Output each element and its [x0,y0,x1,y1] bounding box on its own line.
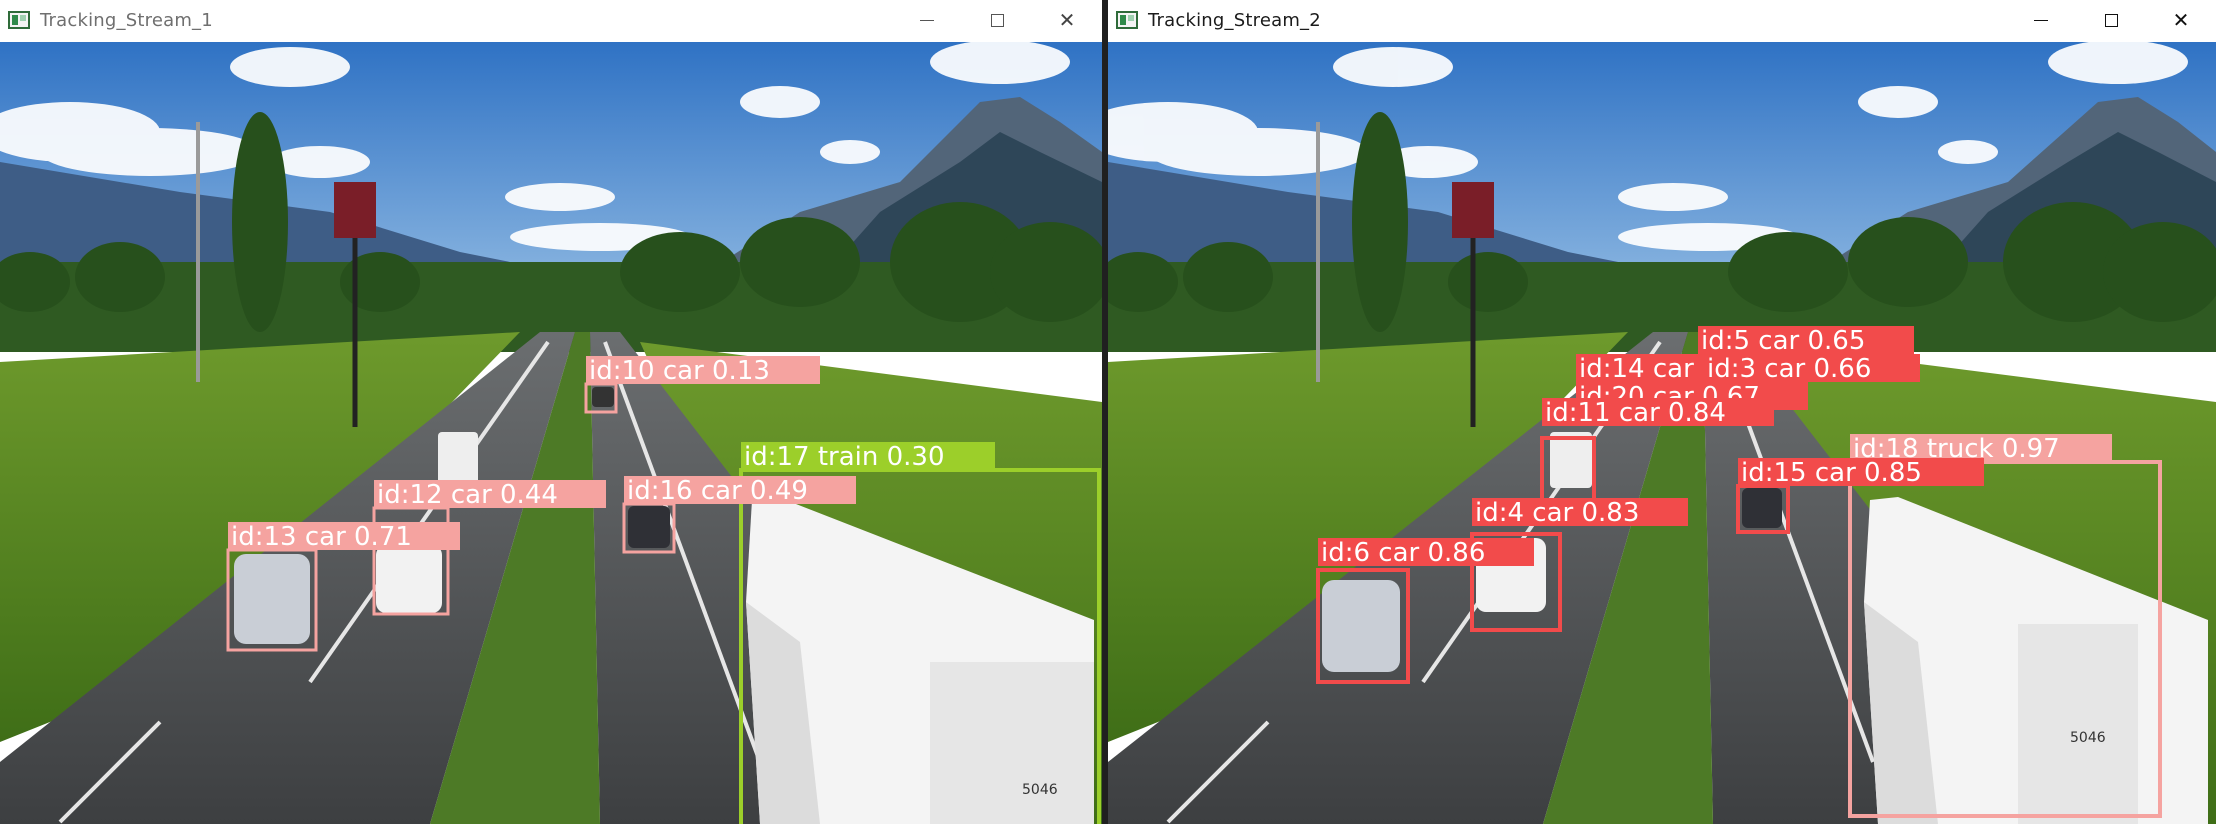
truck-side [746,602,820,824]
detection-label: id:3 car 0.66 [1707,354,1871,384]
detection-label: id:4 car 0.83 [1475,498,1639,528]
label-bg [1542,398,1774,426]
van [1550,432,1592,488]
minimize-icon [920,19,934,21]
label-bg [1850,434,2112,462]
detection-id-6[interactable]: id:6 car 0.86 [1316,538,1534,684]
minimize-icon [2034,19,2048,21]
video-scene: 5046 id:10 car 0.13 id:17 train 0.30 id:… [0,42,1102,824]
lane-markings [58,340,762,824]
detection-id-14[interactable]: id:14 car [1576,354,1716,384]
car-silver [234,554,310,644]
video-frame: 5046 id:10 car 0.13 id:17 train 0.30 id:… [0,42,1102,824]
car-dark [1742,488,1782,528]
truck-rear [930,662,1094,824]
label-bg [1576,354,1716,382]
close-button[interactable]: ✕ [2146,0,2216,40]
tracking-window-2[interactable]: Tracking_Stream_2 ✕ [1108,0,2216,824]
maximize-button[interactable] [962,0,1032,40]
bbox [1470,532,1562,632]
detection-label: id:15 car 0.85 [1741,458,1922,488]
detection-label: id:16 car 0.49 [627,476,808,506]
label-bg [1698,326,1914,354]
maximize-button[interactable] [2076,0,2146,40]
detection-id-16[interactable]: id:16 car 0.49 [622,476,856,554]
title-bar[interactable]: Tracking_Stream_2 ✕ [1108,0,2216,40]
truck-rear [2018,624,2138,824]
van [438,432,478,484]
app-icon [8,11,30,29]
window-controls: ✕ [892,0,1102,40]
car-silver [1322,580,1400,672]
video-frame: 5046 id:5 car 0.65 id:14 car id:3 car 0.… [1108,42,2216,824]
maximize-icon [2104,13,2118,27]
billboard [334,182,376,238]
label-bg [228,522,460,550]
trees [0,112,1102,332]
truck-plate: 5046 [1022,782,1058,798]
detection-id-17[interactable]: id:17 train 0.30 [739,442,1101,824]
label-bg [624,476,856,504]
grass-left [1108,332,1628,742]
close-icon: ✕ [1058,8,1076,32]
trees [1108,112,2216,332]
minimize-button[interactable] [892,0,962,40]
close-button[interactable]: ✕ [1032,0,1102,40]
car-far [592,387,614,407]
detection-id-15[interactable]: id:15 car 0.85 [1736,458,1984,534]
detection-id-11[interactable]: id:11 car 0.84 [1540,398,1774,502]
detection-label: id:14 car [1579,354,1694,384]
detection-label: id:12 car 0.44 [377,480,558,510]
minimize-button[interactable] [2006,0,2076,40]
title-bar[interactable]: Tracking_Stream_1 ✕ [0,0,1102,40]
label-bg [1738,458,1984,486]
label-bg [741,442,995,470]
detection-id-10[interactable]: id:10 car 0.13 [584,356,820,414]
maximize-icon [990,13,1004,27]
detection-id-3[interactable]: id:3 car 0.66 [1704,354,1920,384]
detection-id-5[interactable]: id:5 car 0.65 [1698,326,1914,356]
label-bg [1472,498,1688,526]
detection-label: id:5 car 0.65 [1701,326,1865,356]
detection-id-18[interactable]: id:18 truck 0.97 [1848,434,2162,818]
label-bg [374,480,606,508]
detection-id-4[interactable]: id:4 car 0.83 [1470,498,1688,632]
window-title: Tracking_Stream_2 [1148,9,1321,31]
label-bg [1704,354,1920,382]
car-white [376,545,442,613]
detection-label: id:17 train 0.30 [744,442,945,472]
truck-plate: 5046 [2070,730,2106,746]
detection-label: id:13 car 0.71 [231,522,412,552]
detection-label: id:10 car 0.13 [589,356,770,386]
video-scene: 5046 id:5 car 0.65 id:14 car id:3 car 0.… [1108,42,2216,824]
window-controls: ✕ [2006,0,2216,40]
label-bg [1318,538,1534,566]
label-bg [586,356,820,384]
billboard [1452,182,1494,238]
tracking-window-1[interactable]: Tracking_Stream_1 ✕ [0,0,1102,824]
app-icon [1116,11,1138,29]
detection-id-12[interactable]: id:12 car 0.44 [372,480,606,616]
detection-id-13[interactable]: id:13 car 0.71 [226,522,460,652]
detection-label: id:6 car 0.86 [1321,538,1485,568]
close-icon: ✕ [2172,8,2190,32]
clouds [1108,42,2188,251]
detection-label: id:11 car 0.84 [1545,398,1726,428]
median [1543,332,1713,824]
clouds [0,42,1070,251]
bbox [1316,568,1410,684]
window-title: Tracking_Stream_1 [40,9,213,31]
car-dark [628,506,670,548]
median [430,332,600,824]
truck-side [1864,602,1938,824]
